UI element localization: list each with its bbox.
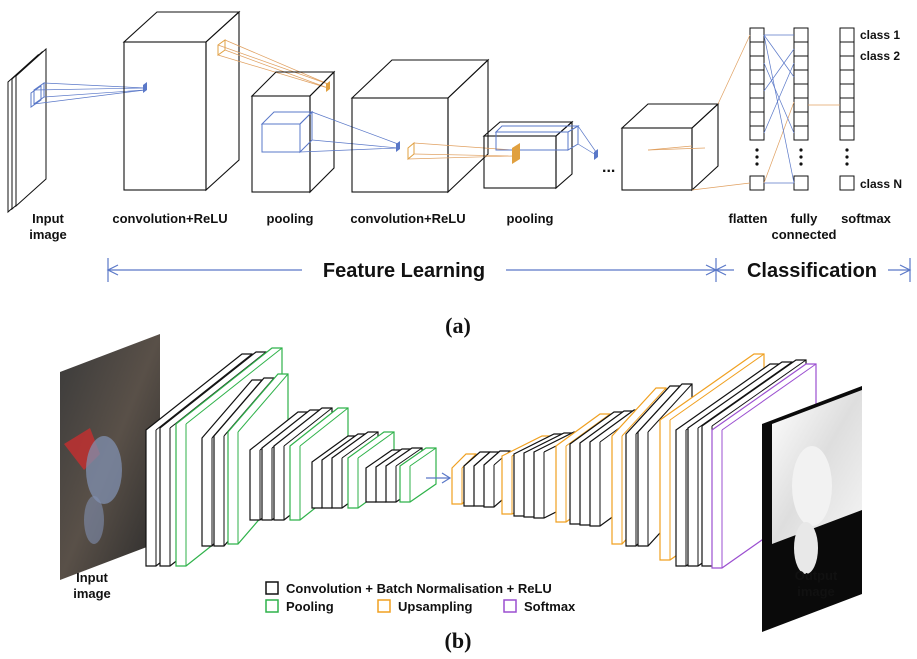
layer-top-edge-16 — [395, 447, 423, 467]
legend-label-conv: Convolution + Batch Normalisation + ReLU — [286, 581, 552, 596]
softmax-column — [839, 27, 855, 191]
projection-lines-6 — [647, 145, 706, 151]
softmax-dots — [845, 148, 849, 166]
layer-top-edge-12 — [341, 431, 379, 459]
legend-label-pool: Pooling — [286, 599, 334, 614]
layer-top-edge-35 — [697, 361, 793, 429]
panel-a: ... — [7, 10, 912, 338]
fully-connected-column — [793, 27, 809, 191]
flatten-column — [749, 27, 765, 191]
flatten-connections — [691, 34, 840, 191]
layer-top-edge-2 — [185, 347, 283, 425]
feature-learning-span — [106, 258, 718, 282]
layer-top-edge-5 — [237, 373, 289, 433]
classification-span — [714, 258, 912, 282]
bottleneck-arrow — [426, 472, 452, 484]
layer-top-edge-17 — [409, 447, 437, 467]
conv1-kernel — [217, 39, 226, 56]
legend: Convolution + Batch Normalisation + ReLU… — [265, 581, 576, 614]
layer-top-edge-8 — [283, 407, 333, 447]
fully-dots — [799, 148, 803, 166]
layer-top-edge-37 — [721, 363, 817, 431]
layer-top-edge-30 — [621, 387, 667, 437]
projection-lines-1 — [33, 82, 146, 105]
label-feature-learning: Feature Learning — [323, 260, 485, 282]
layer-pool-17 — [399, 447, 437, 503]
layer-top-edge-32 — [647, 383, 693, 433]
conv1-output-marker — [143, 82, 147, 93]
pool2-volume — [482, 120, 574, 190]
label-b-output-line1: Output — [795, 568, 838, 583]
label-softmax: softmax — [841, 211, 892, 226]
segnet-layers — [145, 347, 817, 569]
label-class-n: class N — [860, 177, 902, 191]
label-conv2: convolution+ReLU — [350, 211, 465, 226]
label-pool2: pooling — [507, 211, 554, 226]
fc-connections — [763, 34, 795, 184]
caption-a: (a) — [445, 313, 471, 338]
projection-lines-5 — [577, 125, 597, 156]
pool1-output-marker — [326, 81, 330, 92]
pool2-kernel — [512, 143, 520, 164]
caption-b: (b) — [445, 628, 472, 653]
label-b-input-line1: Input — [76, 570, 108, 585]
label-pool1: pooling — [267, 211, 314, 226]
layer-top-edge-13 — [357, 431, 395, 459]
legend-swatch-upsample — [377, 599, 391, 613]
conv2-output-marker — [396, 141, 400, 152]
label-conv1: convolution+ReLU — [112, 211, 227, 226]
output-image — [762, 386, 862, 632]
layer-top-edge-26 — [565, 413, 611, 447]
legend-swatch-softmax — [503, 599, 517, 613]
conv2-volume — [350, 58, 490, 194]
label-connected: connected — [771, 227, 836, 242]
projection-lines-2 — [217, 39, 329, 89]
panel-b: Input image Output image Convolution + B… — [60, 334, 862, 653]
legend-label-upsample: Upsampling — [398, 599, 472, 614]
input-image — [60, 334, 160, 580]
flatten-dots — [755, 148, 759, 166]
legend-swatch-pool — [265, 599, 279, 613]
label-class-1: class 1 — [860, 28, 900, 42]
layer-top-edge-0 — [155, 353, 253, 431]
label-input-line1: Input — [32, 211, 64, 226]
pool1-volume — [250, 70, 336, 194]
pool2-receptive-field — [494, 125, 580, 151]
legend-swatch-conv — [265, 581, 279, 595]
conv1-volume — [122, 10, 241, 192]
label-class-2: class 2 — [860, 49, 900, 63]
pool2-output-marker — [594, 149, 598, 160]
projection-lines-3 — [299, 111, 399, 153]
input-image-stack — [7, 47, 47, 214]
label-input-line2: image — [29, 227, 67, 242]
layer-top-edge-36 — [711, 359, 807, 427]
label-fully: fully — [791, 211, 818, 226]
legend-label-softmax: Softmax — [524, 599, 576, 614]
layer-top-edge-33 — [669, 353, 765, 421]
label-classification: Classification — [747, 260, 877, 282]
last-feature-volume — [620, 102, 720, 192]
conv2-kernel — [407, 141, 415, 161]
label-flatten: flatten — [729, 211, 768, 226]
ellipsis: ... — [602, 159, 615, 176]
layer-top-edge-9 — [299, 407, 349, 447]
label-b-output-line2: image — [797, 584, 835, 599]
label-b-input-line2: image — [73, 586, 111, 601]
pool1-receptive-field — [260, 110, 314, 154]
